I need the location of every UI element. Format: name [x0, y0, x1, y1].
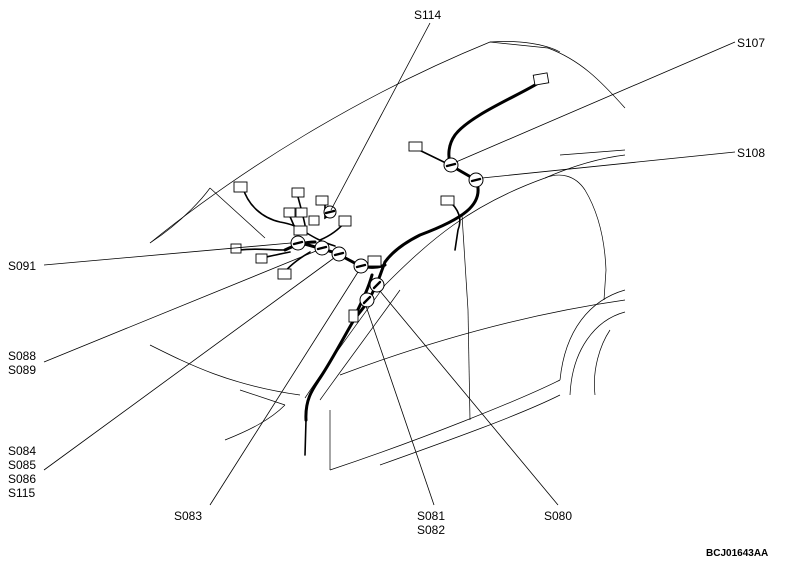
- splice-s088-s089: [314, 240, 330, 256]
- label-s114: S114: [414, 8, 441, 22]
- label-s089: S089: [8, 363, 36, 377]
- label-s086: S086: [8, 472, 36, 486]
- splice-points: [290, 157, 484, 308]
- label-s088: S088: [8, 349, 36, 363]
- splice-s083: [353, 258, 369, 274]
- label-s080: S080: [544, 509, 572, 523]
- splice-s108: [468, 172, 484, 188]
- splice-s080: [369, 277, 385, 293]
- connectors: [230, 72, 550, 323]
- label-s084: S084: [8, 444, 36, 458]
- wiring-harness: [239, 80, 542, 456]
- splice-s107: [443, 157, 459, 173]
- splice-s084-s085-s086-s115: [331, 246, 347, 262]
- splice-labels: S114 S107 S108 S091 S088 S089 S084 S085 …: [8, 8, 768, 559]
- label-s091: S091: [8, 259, 36, 273]
- splice-s091: [290, 235, 306, 251]
- splice-s081-s082: [359, 292, 375, 308]
- label-s082: S082: [417, 523, 445, 537]
- label-s083: S083: [174, 509, 202, 523]
- vehicle-body-outline: [149, 41, 626, 471]
- label-s081: S081: [417, 509, 445, 523]
- label-s107: S107: [737, 36, 765, 50]
- splice-s114: [323, 205, 337, 219]
- label-s115: S115: [8, 486, 35, 500]
- label-s085: S085: [8, 458, 36, 472]
- figure-code: BCJ01643AA: [706, 548, 768, 559]
- label-s108: S108: [737, 146, 765, 160]
- leader-lines: [43, 22, 736, 506]
